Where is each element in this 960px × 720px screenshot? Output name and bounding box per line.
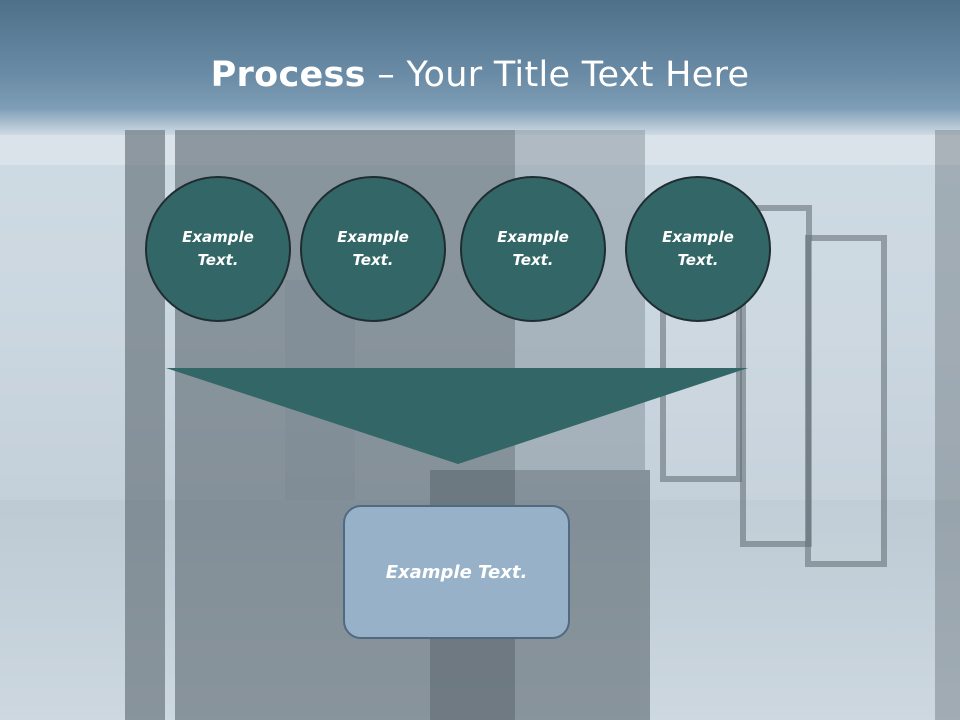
step-circle-2: Example Text. (300, 176, 446, 322)
step-circle-4: Example Text. (625, 176, 771, 322)
title-bold: Process (210, 55, 366, 95)
step-circle-3: Example Text. (460, 176, 606, 322)
funnel-arrow (166, 368, 748, 464)
slide-title: Process – Your Title Text Here (0, 52, 960, 98)
title-rest: – Your Title Text Here (365, 55, 750, 95)
server-rack (935, 130, 960, 720)
open-rack (805, 235, 887, 567)
funnel-triangle (166, 368, 748, 464)
result-box: Example Text. (343, 505, 570, 639)
step-circle-1: Example Text. (145, 176, 291, 322)
header-band (0, 0, 960, 135)
